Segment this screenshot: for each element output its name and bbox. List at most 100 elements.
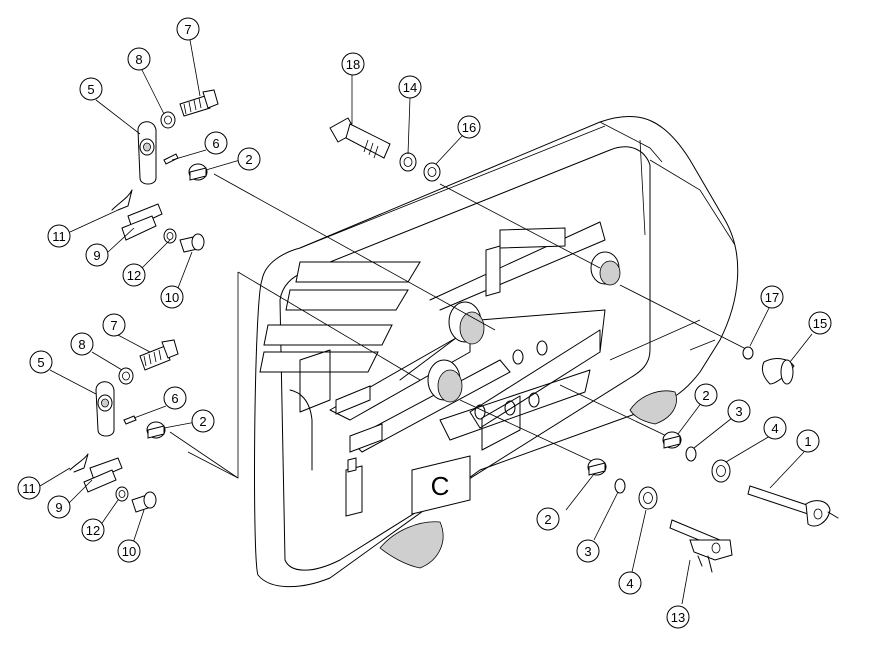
top-middle-hardware: [329, 117, 441, 182]
callouts: 7856211912101814167856211912101715234123…: [17, 17, 832, 629]
callout-18: 18: [341, 52, 365, 76]
callout-label: 2: [702, 388, 709, 403]
callout-6: 6: [204, 131, 228, 155]
callout-circle: [576, 539, 600, 563]
callout-label: 11: [22, 481, 36, 496]
callout-5: 5: [79, 77, 103, 101]
lower-left-hardware: [69, 339, 179, 513]
callout-9: 9: [47, 495, 71, 519]
callout-circle: [70, 332, 94, 356]
callout-label: 13: [671, 610, 685, 625]
callout-label: 2: [544, 512, 551, 527]
upper-left-hardware: [111, 89, 219, 253]
callout-label: 17: [765, 290, 779, 305]
callout-label: 8: [135, 52, 142, 67]
callout-circle: [17, 476, 41, 500]
callout-circle: [102, 313, 126, 337]
callout-label: 7: [110, 318, 117, 333]
callout-label: 12: [86, 523, 100, 538]
callout-4: 4: [763, 416, 787, 440]
callout-10: 10: [117, 539, 141, 563]
callout-circle: [191, 409, 215, 433]
callout-2: 2: [536, 507, 560, 531]
callout-3: 3: [576, 539, 600, 563]
callout-2: 2: [237, 147, 261, 171]
callout-12: 12: [122, 263, 146, 287]
callout-label: 5: [87, 82, 94, 97]
callout-label: 2: [199, 414, 206, 429]
callout-8: 8: [127, 47, 151, 71]
callout-label: 11: [52, 229, 66, 244]
callout-circle: [398, 75, 422, 99]
callout-label: 4: [771, 421, 778, 436]
callout-circle: [160, 285, 184, 309]
callout-circle: [808, 311, 832, 335]
callout-5: 5: [29, 350, 53, 374]
callout-4: 4: [618, 571, 642, 595]
callout-2: 2: [694, 383, 718, 407]
callout-label: 6: [212, 136, 219, 151]
callout-label: 16: [462, 120, 476, 135]
callout-6: 6: [163, 386, 187, 410]
callout-label: 7: [184, 22, 191, 37]
callout-leaders: [39, 39, 813, 605]
callout-circle: [618, 571, 642, 595]
callout-label: 9: [93, 248, 100, 263]
callout-label: 3: [584, 544, 591, 559]
callout-circle: [457, 115, 481, 139]
callout-label: 14: [403, 80, 417, 95]
callout-7: 7: [176, 17, 200, 41]
callout-11: 11: [47, 224, 71, 248]
callout-circle: [727, 399, 751, 423]
callout-circle: [237, 147, 261, 171]
callout-circle: [47, 224, 71, 248]
callout-circle: [122, 263, 146, 287]
callout-label: 4: [626, 576, 633, 591]
svg-text:C: C: [431, 471, 450, 501]
callout-circle: [85, 243, 109, 267]
callout-label: 9: [55, 500, 62, 515]
callout-circle: [341, 52, 365, 76]
callout-label: 3: [735, 404, 742, 419]
callout-8: 8: [70, 332, 94, 356]
callout-1: 1: [796, 429, 820, 453]
callout-15: 15: [808, 311, 832, 335]
callout-circle: [796, 429, 820, 453]
callout-2: 2: [191, 409, 215, 433]
callout-label: 10: [122, 544, 136, 559]
callout-label: 2: [245, 152, 252, 167]
assembly-lines: [169, 173, 749, 479]
callout-circle: [666, 605, 690, 629]
bolt-7-upper: [179, 89, 219, 117]
callout-circle: [204, 131, 228, 155]
callout-10: 10: [160, 285, 184, 309]
callout-label: 6: [171, 391, 178, 406]
callout-label: 15: [813, 316, 827, 331]
callout-circle: [117, 539, 141, 563]
callout-12: 12: [81, 518, 105, 542]
callout-9: 9: [85, 243, 109, 267]
callout-16: 16: [457, 115, 481, 139]
callout-circle: [163, 386, 187, 410]
callout-13: 13: [666, 605, 690, 629]
callout-7: 7: [102, 313, 126, 337]
callout-label: 12: [127, 268, 141, 283]
callout-circle: [29, 350, 53, 374]
callout-label: 18: [346, 57, 360, 72]
callout-circle: [79, 77, 103, 101]
callout-circle: [536, 507, 560, 531]
callout-label: 1: [804, 434, 811, 449]
callout-circle: [81, 518, 105, 542]
right-side-hardware: [587, 346, 839, 573]
callout-circle: [760, 285, 784, 309]
callout-circle: [694, 383, 718, 407]
callout-label: 5: [37, 355, 44, 370]
callout-circle: [763, 416, 787, 440]
callout-14: 14: [398, 75, 422, 99]
callout-circle: [176, 17, 200, 41]
callout-3: 3: [727, 399, 751, 423]
callout-circle: [47, 495, 71, 519]
callout-label: 8: [78, 337, 85, 352]
callout-label: 10: [165, 290, 179, 305]
callout-11: 11: [17, 476, 41, 500]
